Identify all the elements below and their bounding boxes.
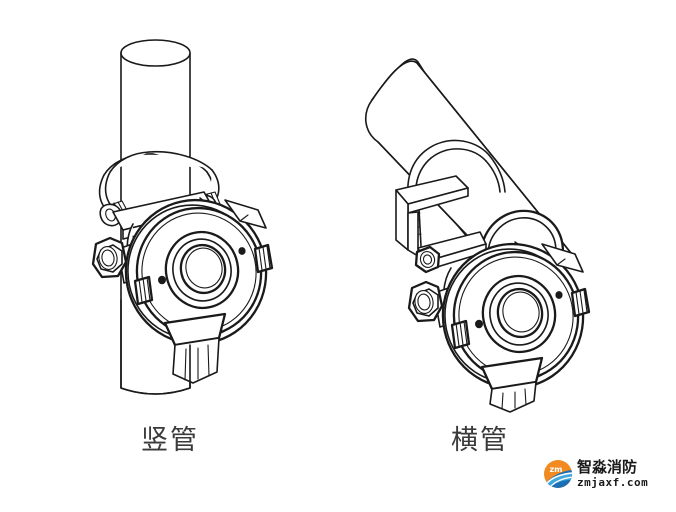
vertical-pipe-assembly (91, 39, 274, 395)
svg-text:zm: zm (550, 465, 563, 474)
detector-face-horizontal (481, 274, 557, 354)
detector-mount-ear-vertical (224, 199, 267, 229)
detector-latch-right-horizontal (570, 287, 591, 318)
vertical-pipe-front-edge (120, 299, 191, 395)
horizontal-pipe-assembly (365, 58, 591, 413)
brand-name: 智淼消防 (577, 458, 638, 476)
caption-horizontal-pipe: 横管 (451, 425, 509, 456)
detector-latch-left-vertical (133, 275, 154, 306)
detector-latch-left-horizontal (450, 319, 471, 350)
detector-latch-right-vertical (253, 243, 274, 274)
detector-mount-ear-horizontal (541, 243, 584, 273)
detector-face-screws-vertical (158, 247, 246, 285)
detector-face-vertical (164, 230, 240, 310)
sensor-body-vertical (163, 312, 227, 384)
caption-vertical-pipe: 竖管 (141, 425, 199, 456)
detector-face-screws-horizontal (475, 291, 563, 329)
sensor-body-horizontal (480, 356, 544, 413)
brand-text: 智淼消防 zmjaxf.com (577, 458, 649, 489)
watermark-logo[interactable]: zm 智淼消防 zmjaxf.com (543, 452, 675, 496)
mounting-bracket-bolt-horizontal (414, 245, 441, 274)
brand-url: zmjaxf.com (577, 476, 649, 489)
brand-mark-icon: zm (543, 459, 573, 489)
